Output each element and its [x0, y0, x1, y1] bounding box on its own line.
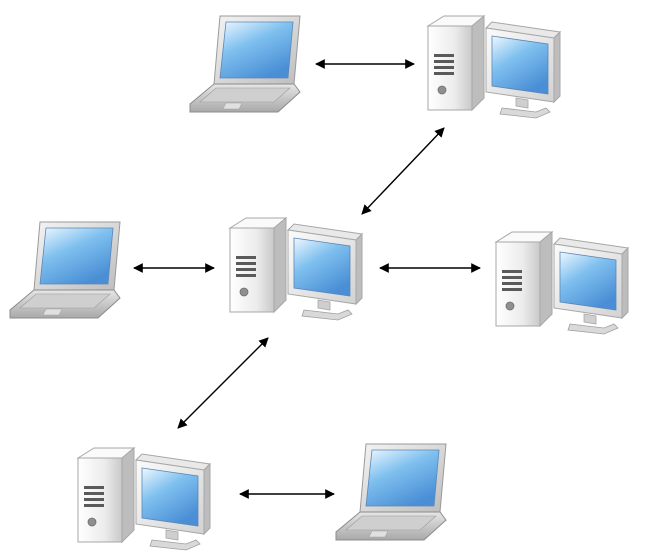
arrow-desktop-center-to-desktop-bottom	[177, 337, 269, 429]
desktop-bottom-icon	[77, 447, 211, 551]
desktop-right-icon	[495, 231, 629, 335]
connections	[133, 59, 481, 499]
laptop-bottom-icon	[335, 443, 447, 541]
laptop-left-icon	[9, 221, 121, 319]
arrow-desktop-top-to-desktop-center	[361, 127, 445, 215]
laptop-top-icon	[189, 15, 301, 113]
desktop-top-icon	[427, 15, 561, 119]
desktop-center-icon	[229, 217, 363, 321]
